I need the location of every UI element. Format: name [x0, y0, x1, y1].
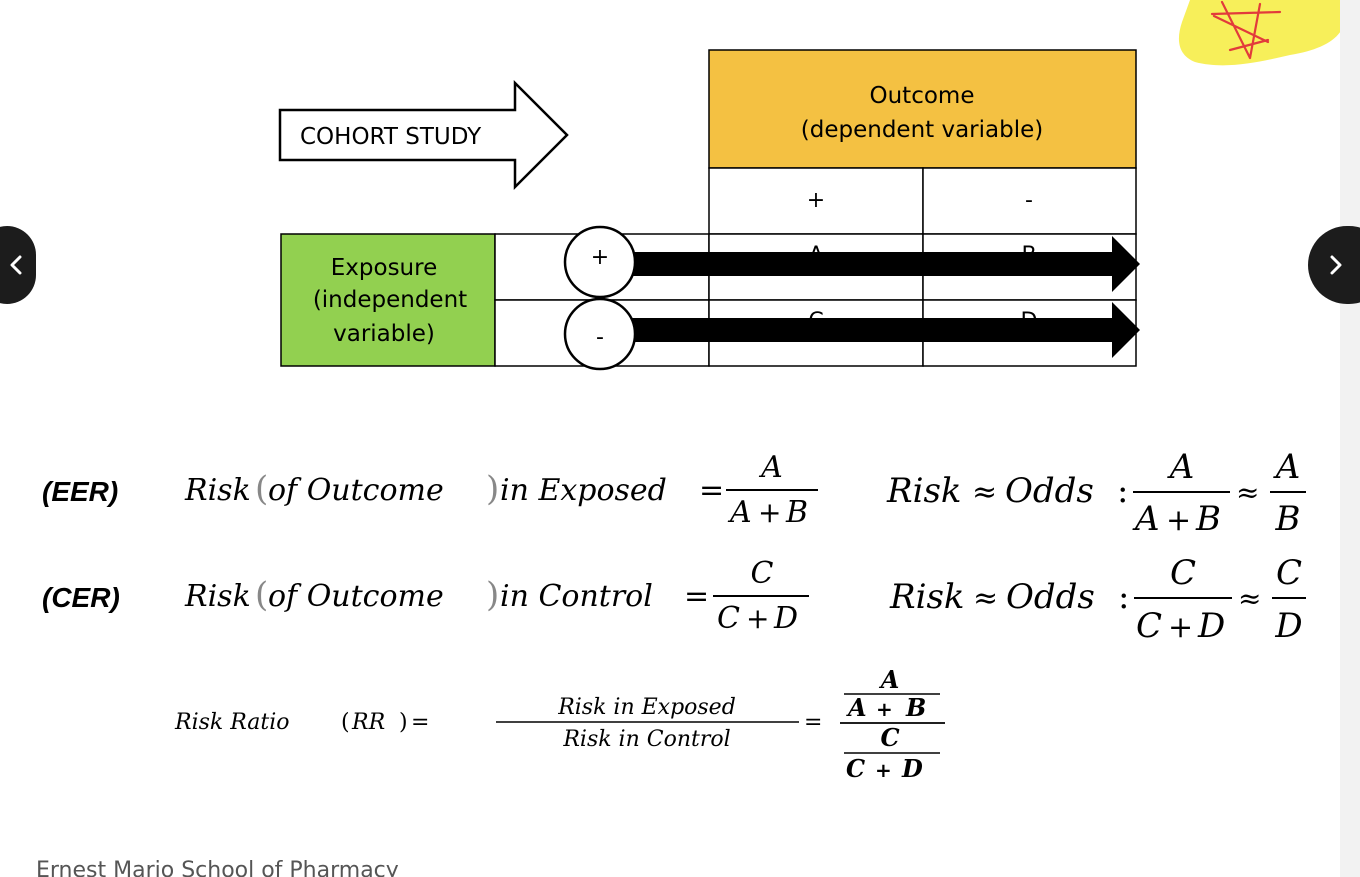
eer-numerator: A — [758, 450, 783, 485]
rr-lparen: ( — [341, 710, 350, 735]
eer-rest: in Exposed — [500, 473, 667, 508]
eer-den2-right: B — [1195, 499, 1221, 539]
rr-bot-num: C — [880, 723, 899, 752]
outcome-sign-row: + - — [708, 167, 1137, 235]
cer-formula: (CER) Risk ( of Outcome ) in Control = C… — [42, 553, 1306, 646]
cer-den3: D — [1274, 606, 1302, 646]
exposure-plus: + — [591, 245, 609, 270]
cohort-study-arrow: COHORT STUDY — [278, 79, 569, 191]
cer-colon: : — [1118, 577, 1129, 617]
cer-num2: C — [1170, 553, 1196, 593]
cer-approx-odds: Odds — [1006, 577, 1095, 617]
exposure-plus-circle: + — [563, 225, 637, 299]
cer-lhs: Risk — [184, 579, 251, 614]
outcome-subtitle: (dependent variable) — [801, 117, 1043, 143]
rr-top-den-right: B — [905, 693, 926, 722]
cer-den2-right: D — [1197, 606, 1225, 646]
risk-ratio-formula: Risk Ratio ( RR ) = Risk in Exposed Risk… — [174, 665, 945, 783]
eer-approx-odds: Odds — [1005, 471, 1094, 511]
unexposed-row-arrow — [605, 302, 1140, 358]
cohort-study-label: COHORT STUDY — [300, 124, 482, 150]
eer-approx-symbol-2: ≈ — [1236, 476, 1259, 509]
eer-approx-risk: Risk — [886, 471, 962, 511]
cer-tag: (CER) — [42, 582, 120, 613]
eer-paren-text: of Outcome — [268, 473, 444, 508]
outcome-title: Outcome — [870, 83, 975, 109]
eer-den3: B — [1275, 499, 1301, 539]
eer-tag: (EER) — [42, 476, 118, 507]
eer-den2-plus: + — [1166, 503, 1191, 538]
cer-den2-plus: + — [1168, 610, 1193, 645]
eer-rparen: ) — [486, 469, 499, 509]
cer-num3: C — [1276, 553, 1302, 593]
chevron-right-icon — [1329, 255, 1343, 275]
footer-caption: Ernest Mario School of Pharmacy — [36, 858, 399, 877]
rr-equals: = — [411, 710, 429, 735]
exposure-minus-circle: - — [563, 297, 637, 371]
cer-equals: = — [684, 579, 709, 614]
previous-slide-button[interactable] — [0, 226, 36, 304]
cer-lparen: ( — [255, 575, 268, 615]
rr-numerator: Risk in Exposed — [557, 695, 736, 720]
cer-numerator: C — [751, 556, 774, 591]
rr-denominator: Risk in Control — [562, 727, 730, 752]
rr-abbr: RR — [351, 710, 385, 735]
cer-den-plus: + — [746, 602, 769, 635]
rr-equals-2: = — [804, 710, 822, 735]
cer-rparen: ) — [486, 575, 499, 615]
rr-lhs: Risk Ratio — [174, 710, 290, 735]
cer-den-right: D — [773, 601, 798, 636]
two-by-two-grid: A B C D — [494, 233, 1137, 367]
cer-paren-text: of Outcome — [268, 579, 444, 614]
exposed-row-arrow — [605, 236, 1140, 292]
cer-den2-left: C — [1136, 606, 1162, 646]
exposure-subtitle-1: (independent — [313, 287, 467, 313]
rr-top-num: A — [879, 665, 900, 694]
rr-bot-den-plus: + — [875, 758, 892, 782]
eer-den-plus: + — [758, 496, 781, 529]
eer-den-right: B — [785, 495, 808, 530]
eer-colon: : — [1117, 471, 1128, 511]
eer-approx-symbol: ≈ — [972, 475, 997, 510]
eer-formula: (EER) Risk ( of Outcome ) in Exposed = A… — [42, 447, 1306, 539]
eer-den2-left: A — [1132, 499, 1160, 539]
outcome-minus: - — [1025, 188, 1033, 213]
eer-den-left: A — [727, 495, 752, 530]
rr-bot-den-left: C — [846, 754, 865, 783]
rr-top-den-left: A — [846, 693, 867, 722]
outcome-plus: + — [807, 188, 825, 213]
eer-lparen: ( — [255, 469, 268, 509]
eer-num3: A — [1273, 447, 1301, 487]
scroll-gutter — [1340, 0, 1360, 877]
star-sticker-icon — [1178, 0, 1340, 66]
cer-approx-symbol: ≈ — [973, 581, 998, 616]
exposure-subtitle-2: variable) — [333, 321, 435, 347]
exposure-title: Exposure — [331, 255, 437, 281]
eer-num2: A — [1167, 447, 1195, 487]
rr-rparen: ) — [399, 710, 408, 735]
exposure-minus: - — [596, 325, 604, 350]
cer-rest: in Control — [500, 579, 653, 614]
outcome-header: Outcome (dependent variable) — [708, 49, 1137, 169]
exposure-header: Exposure (independent variable) — [280, 233, 496, 367]
eer-lhs: Risk — [184, 473, 251, 508]
rr-bot-den-right: D — [901, 754, 923, 783]
eer-equals: = — [699, 473, 724, 508]
cer-den-left: C — [717, 601, 740, 636]
cer-approx-risk: Risk — [889, 577, 965, 617]
cer-approx-symbol-2: ≈ — [1238, 582, 1261, 615]
chevron-left-icon — [9, 255, 23, 275]
rr-top-den-plus: + — [876, 697, 893, 721]
